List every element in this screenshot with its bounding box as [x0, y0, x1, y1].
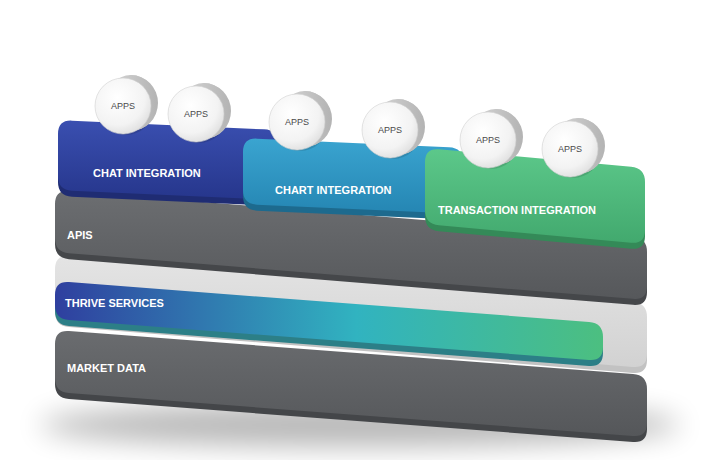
band-label: MARKET DATA	[67, 362, 146, 375]
apps-cylinder: APPS	[448, 100, 528, 180]
cylinder-face	[362, 102, 418, 158]
apps-label: APPS	[558, 144, 582, 154]
apps-label: APPS	[378, 125, 402, 135]
band-shape	[425, 148, 645, 252]
apps-cylinder: APPS	[156, 74, 236, 154]
apps-label: APPS	[476, 135, 500, 145]
apps-cylinder: APPS	[257, 82, 337, 162]
apps-cylinder: APPS	[83, 66, 163, 146]
band-label: TRANSACTION INTEGRATION	[438, 204, 596, 217]
band-label: APIS	[67, 229, 93, 242]
apps-cylinder: APPS	[530, 109, 610, 189]
apps-cylinder: APPS	[350, 90, 430, 170]
band-label: THRIVE SERVICES	[65, 297, 164, 310]
apps-label: APPS	[111, 101, 135, 111]
cylinder-face	[168, 86, 224, 142]
integration-band: TRANSACTION INTEGRATION	[425, 148, 645, 252]
cylinder-face	[542, 121, 598, 177]
band-face	[425, 149, 645, 243]
cylinder-face	[269, 94, 325, 150]
apps-label: APPS	[184, 109, 208, 119]
apps-label: APPS	[285, 117, 309, 127]
cylinder-face	[460, 112, 516, 168]
band-label: CHAT INTEGRATION	[93, 167, 201, 180]
band-face	[55, 331, 647, 436]
band-label: CHART INTEGRATION	[275, 184, 392, 197]
band-face	[55, 191, 647, 299]
cylinder-face	[95, 78, 151, 134]
